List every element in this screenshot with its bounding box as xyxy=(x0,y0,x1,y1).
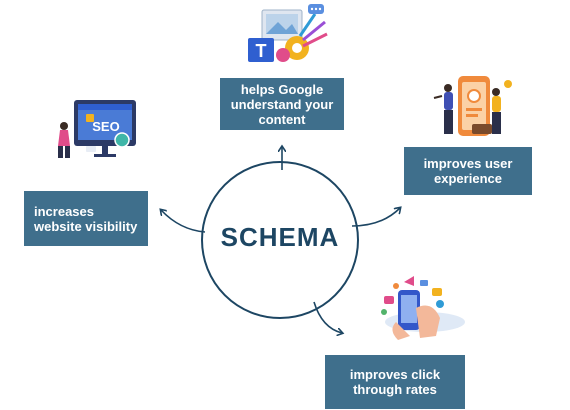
arrow-to-user-experience xyxy=(351,208,400,227)
benefit-text-click-through: improves click through rates xyxy=(349,367,441,397)
content-creation-icon: T xyxy=(248,4,328,62)
center-circle xyxy=(201,161,359,319)
benefit-box-visibility: increases website visibility xyxy=(24,191,148,246)
benefit-text-visibility: increases website visibility xyxy=(34,203,138,234)
seo-monitor-icon: SEO xyxy=(58,100,136,158)
benefit-box-google: helps Google understand your content xyxy=(220,78,344,130)
schema-title: SCHEMA xyxy=(220,222,340,252)
arrow-to-visibility xyxy=(161,210,206,233)
mobile-app-user-icon xyxy=(433,76,512,136)
benefit-text-google: helps Google understand your content xyxy=(230,81,334,127)
benefit-box-user-experience: improves user experience xyxy=(404,147,532,195)
benefit-text-user-experience: improves user experience xyxy=(423,156,513,186)
seo-badge: SEO xyxy=(92,119,119,134)
benefit-box-click-through: improves click through rates xyxy=(325,355,465,409)
phone-social-icon xyxy=(381,276,465,340)
arrow-to-click-through xyxy=(313,301,342,333)
svg-text:T: T xyxy=(256,41,267,61)
